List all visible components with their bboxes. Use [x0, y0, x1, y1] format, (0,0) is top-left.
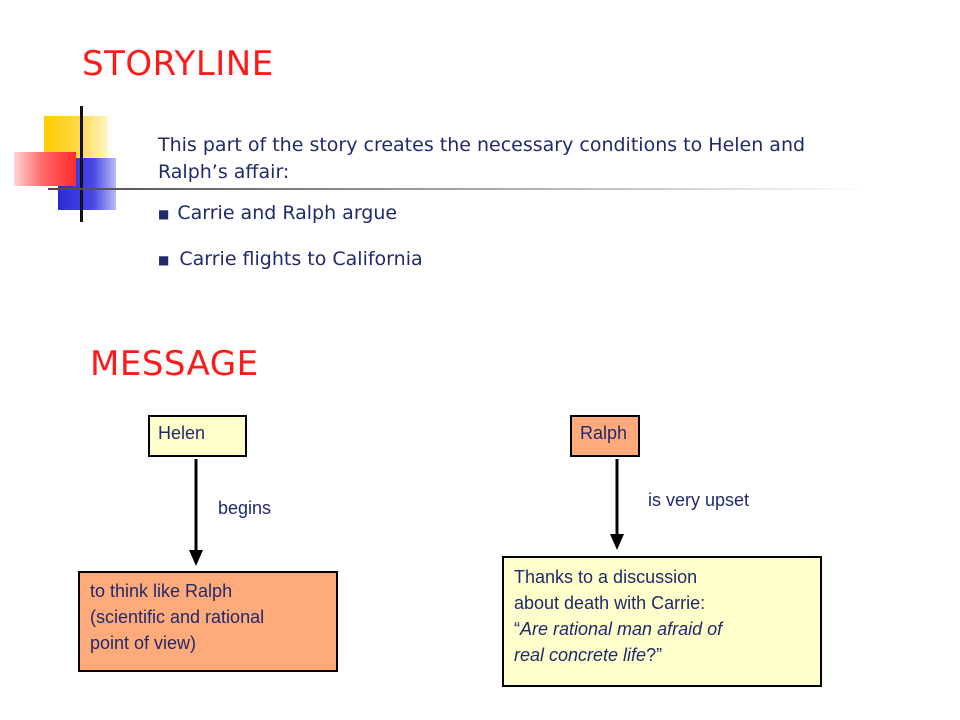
- bullet-text: Carrie flights to California: [179, 248, 423, 270]
- decorative-horizontal-line: [48, 188, 868, 190]
- storyline-intro: This part of the story creates the neces…: [158, 134, 806, 183]
- ralph-box: Ralph: [570, 415, 640, 457]
- message-title: MESSAGE: [90, 344, 259, 384]
- ralph-label: Ralph: [580, 423, 628, 443]
- helen-arrowhead-icon: [189, 550, 203, 566]
- storyline-title: STORYLINE: [82, 44, 274, 84]
- helen-relation-label: begins: [218, 498, 272, 518]
- helen-result-line: (scientific and rational: [90, 607, 265, 627]
- helen-box: Helen: [148, 415, 247, 457]
- bullet-item: ■ Carrie and Ralph argue: [158, 202, 423, 248]
- helen-result-box: to think like Ralph (scientific and rati…: [78, 571, 338, 672]
- storyline-bullet-list: ■ Carrie and Ralph argue ■ Carrie flight…: [158, 202, 423, 294]
- quote-close: ?”: [646, 645, 663, 665]
- ralph-result-line: Thanks to a discussion: [514, 567, 698, 587]
- ralph-relation-label: is very upset: [648, 490, 750, 510]
- decorative-red-bar: [14, 152, 76, 186]
- quote-open: “: [514, 619, 520, 639]
- ralph-quote-line: “Are rational man afraid of: [514, 616, 820, 642]
- quote-text: Are rational man afraid of: [520, 619, 723, 639]
- bullet-item: ■ Carrie flights to California: [158, 248, 423, 294]
- bullet-text: Carrie and Ralph argue: [177, 202, 398, 224]
- ralph-quote-line: real concrete life?”: [514, 642, 820, 668]
- ralph-arrowhead-icon: [610, 534, 624, 550]
- quote-text: real concrete life: [514, 645, 647, 665]
- square-bullet-icon: ■: [158, 253, 170, 267]
- ralph-result-box: Thanks to a discussion about death with …: [502, 556, 822, 687]
- ralph-result-line: about death with Carrie:: [514, 593, 706, 613]
- helen-result-line: to think like Ralph: [90, 581, 233, 601]
- square-bullet-icon: ■: [158, 207, 170, 221]
- decorative-vertical-line: [80, 106, 83, 222]
- helen-label: Helen: [158, 423, 206, 443]
- helen-result-line: point of view): [90, 633, 197, 653]
